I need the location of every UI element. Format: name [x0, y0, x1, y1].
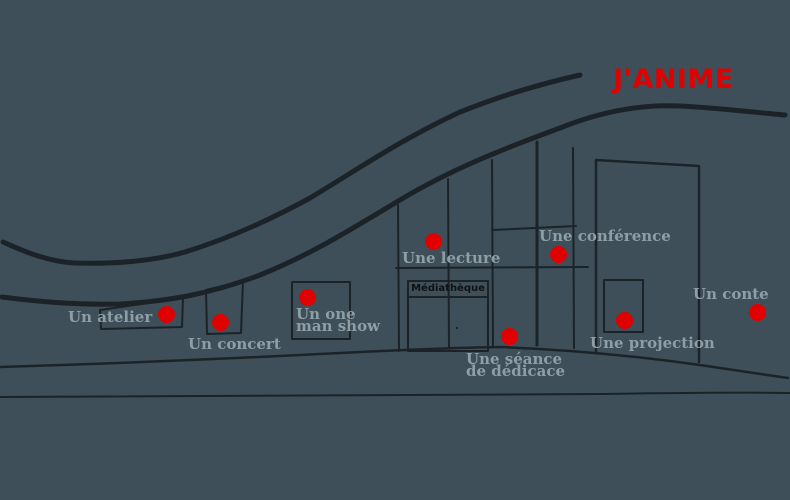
- activity-dot-one-man-show[interactable]: [298, 288, 316, 306]
- facade-pillar: [447, 178, 450, 349]
- right-building: [594, 158, 701, 364]
- activity-label-one-man-show[interactable]: Un one man show: [296, 305, 380, 335]
- window-projection: [603, 279, 644, 333]
- activity-dot-lecture[interactable]: [424, 232, 442, 250]
- activity-label-projection[interactable]: Une projection: [590, 334, 715, 352]
- activity-label-lecture[interactable]: Une lecture: [402, 249, 501, 267]
- page-title: J'ANIME: [613, 64, 734, 95]
- ground-baseline: [0, 391, 790, 398]
- facade-beam: [491, 225, 577, 231]
- facade-pillar: [491, 159, 494, 347]
- activity-label-conte[interactable]: Un conte: [693, 285, 769, 303]
- window-one-man-show: [291, 281, 351, 340]
- facade-pillar: [397, 204, 400, 352]
- window-atelier: [99, 297, 184, 330]
- door-knob: [455, 326, 459, 330]
- facade-pillar: [572, 147, 575, 349]
- ground-line: [0, 345, 790, 380]
- entrance-frame: [407, 280, 489, 352]
- roof-lower-line: [0, 103, 788, 307]
- mediatheque-sign: Médiathèque: [411, 283, 485, 294]
- activity-dot-dedicace[interactable]: [500, 327, 518, 345]
- activity-label-atelier[interactable]: Un atelier: [68, 308, 153, 326]
- activity-dot-conte[interactable]: [748, 303, 766, 321]
- activity-dot-atelier[interactable]: [157, 305, 175, 323]
- activity-label-dedicace[interactable]: Une séance de dédicace: [466, 350, 566, 380]
- activity-dot-concert[interactable]: [211, 313, 229, 331]
- activity-dot-conference[interactable]: [549, 245, 567, 263]
- activity-label-concert[interactable]: Un concert: [188, 335, 281, 353]
- window-concert: [205, 280, 244, 335]
- facade-floor: [395, 266, 589, 269]
- activity-dot-projection[interactable]: [615, 311, 633, 329]
- roof-upper-line: [0, 72, 583, 266]
- activity-label-conference[interactable]: Une conférence: [539, 227, 671, 245]
